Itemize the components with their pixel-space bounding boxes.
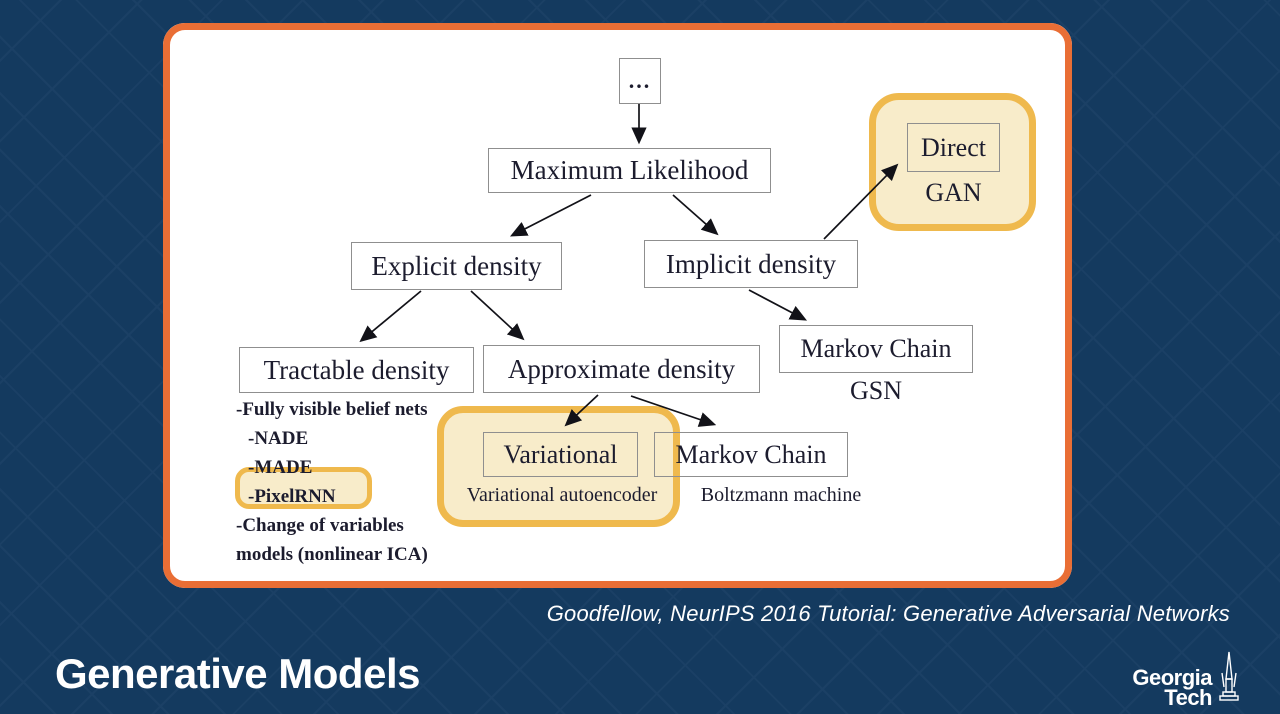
node-maximum-likelihood: Maximum Likelihood	[488, 148, 771, 193]
label-gsn: GSN	[849, 376, 902, 405]
page-title: Generative Models	[55, 650, 420, 697]
highlight-variational	[437, 406, 680, 527]
logo-line2: Tech	[1164, 684, 1212, 710]
list-item: -Fully visible belief nets	[236, 399, 428, 420]
arrow-ml-to-explicit	[509, 194, 592, 237]
label-boltzmann-machine: Boltzmann machine	[700, 484, 862, 506]
highlight-pixelrnn	[235, 467, 372, 509]
arrow-implicit-to-markovgsn	[748, 289, 808, 321]
tractable-density-list: -Fully visible belief nets -NADE -MADE -…	[236, 395, 428, 569]
list-item: -NADE	[248, 428, 309, 449]
node-root: ...	[619, 58, 661, 104]
tech-tower-icon	[1216, 651, 1242, 708]
node-direct: Direct	[907, 123, 1000, 172]
georgia-tech-wordmark: Georgia Tech	[1132, 664, 1212, 710]
arrows-layer	[359, 104, 899, 427]
logo-line1: Georgia	[1132, 664, 1212, 690]
node-tractable-density: Tractable density	[239, 347, 474, 393]
label-gan: GAN	[925, 178, 982, 207]
list-item-pixelrnn: -PixelRNN	[248, 486, 336, 507]
list-item: -Change of variables	[236, 515, 404, 536]
list-item: models (nonlinear ICA)	[236, 544, 428, 565]
arrow-approx-to-markov2	[630, 395, 717, 427]
node-explicit-density: Explicit density	[351, 242, 562, 290]
source-caption: Goodfellow, NeurIPS 2016 Tutorial: Gener…	[546, 601, 1230, 626]
arrow-ml-to-implicit	[672, 194, 719, 236]
arrow-implicit-to-direct	[823, 163, 899, 240]
georgia-tech-logo: Georgia Tech	[1132, 651, 1242, 708]
node-markov-chain: Markov Chain	[654, 432, 848, 477]
taxonomy-panel: ... Maximum Likelihood Explicit density …	[163, 23, 1072, 588]
node-variational: Variational	[483, 432, 638, 477]
arrow-explicit-to-approx	[470, 290, 525, 341]
label-variational-autoencoder: Variational autoencoder	[466, 484, 658, 506]
highlight-direct-gan	[869, 93, 1036, 231]
node-markov-chain-gsn: Markov Chain	[779, 325, 973, 373]
arrow-approx-to-variational	[564, 394, 599, 427]
list-item: -MADE	[248, 457, 313, 478]
node-approximate-density: Approximate density	[483, 345, 760, 393]
arrow-explicit-to-tractable	[359, 290, 422, 343]
node-implicit-density: Implicit density	[644, 240, 858, 288]
